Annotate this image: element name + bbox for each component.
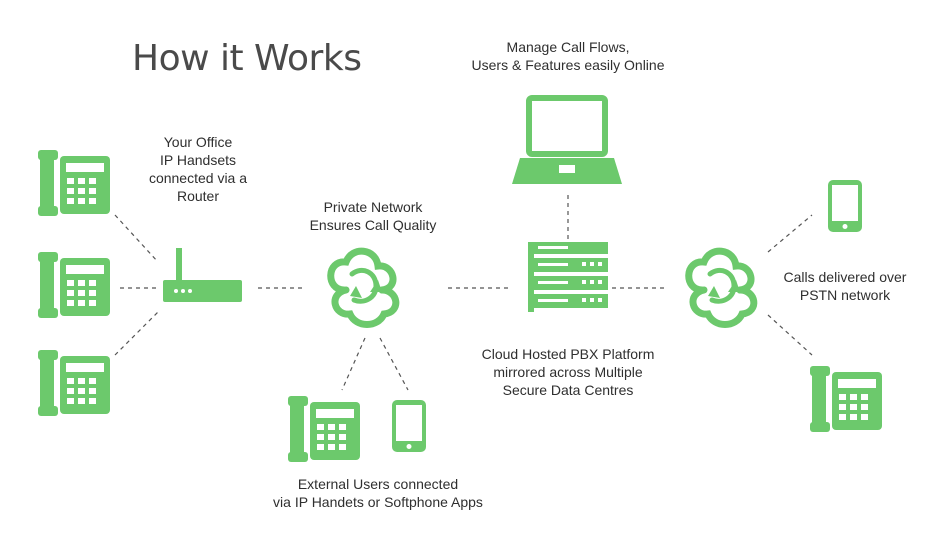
connector-phone1-router — [114, 214, 159, 263]
desk-phone-icon — [810, 366, 882, 432]
laptop-icon — [512, 95, 622, 184]
desk-phone-icon — [38, 150, 110, 216]
connector-cloud-extmobile — [379, 337, 409, 391]
mobile-phone-icon — [392, 400, 426, 452]
mobile-phone-icon — [828, 180, 862, 232]
desk-phone-icon — [38, 252, 110, 318]
router-icon — [163, 248, 242, 302]
connector-cloud-extphone — [341, 337, 366, 391]
connector-cloud2-phone — [767, 314, 813, 356]
cloud-sync-icon — [689, 251, 754, 324]
page-title: How it Works — [132, 38, 362, 79]
desk-phone-icon — [38, 350, 110, 416]
desk-phone-icon — [288, 396, 360, 462]
connector-cloud2-mobile — [767, 214, 813, 253]
connector-phone3-router — [114, 311, 159, 356]
manage-label: Manage Call Flows,Users & Features easil… — [471, 39, 665, 73]
cloud-sync-icon — [331, 251, 396, 324]
server-rack-icon — [528, 242, 608, 312]
